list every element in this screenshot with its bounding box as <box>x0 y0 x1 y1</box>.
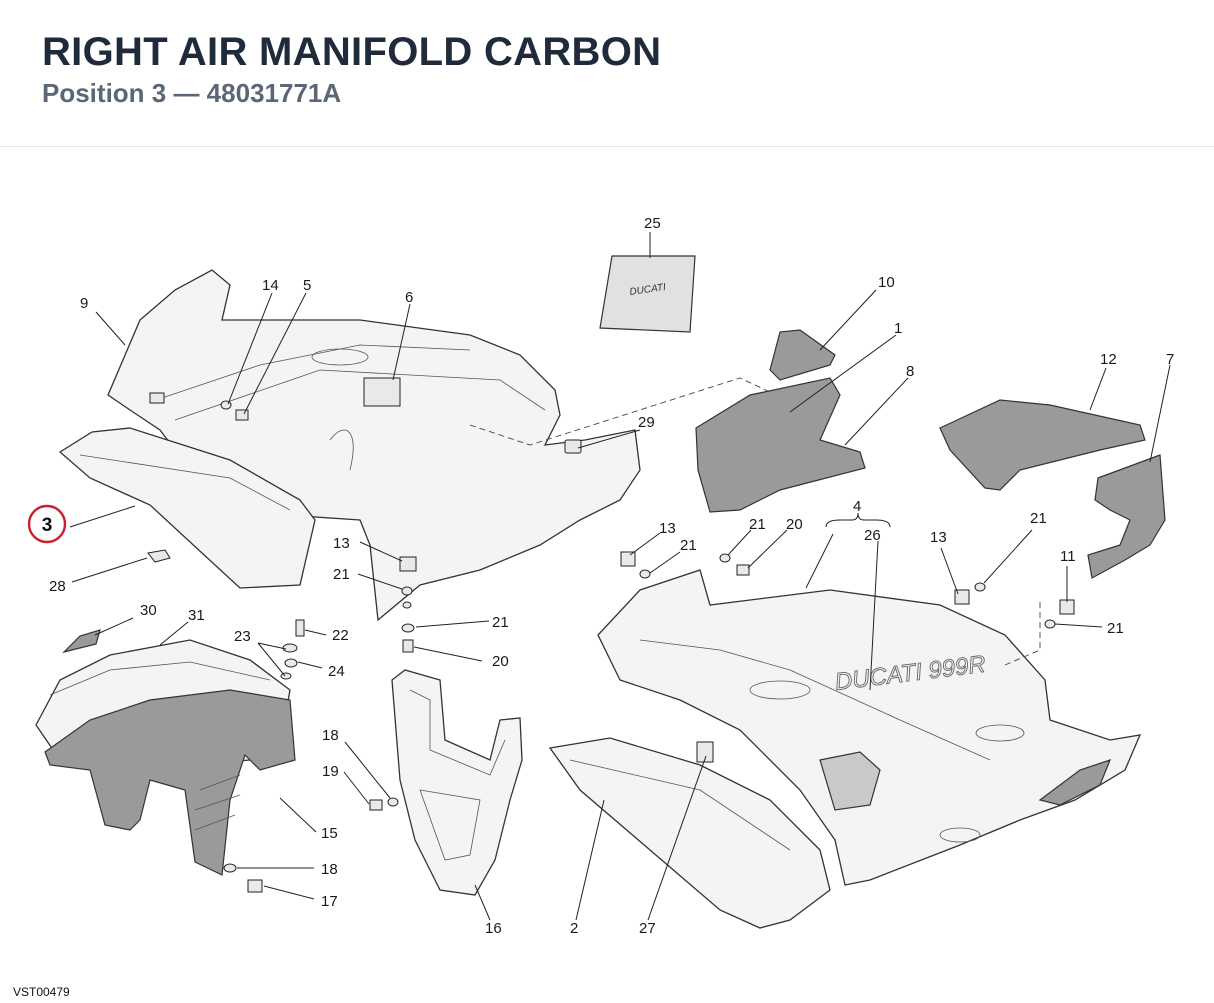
part-2-lower-panel <box>548 737 831 929</box>
decal-logo-text: DUCATI <box>629 282 667 298</box>
callout-21-right-upper: 21 <box>1030 510 1047 527</box>
callout-labels: 9 14 5 6 25 10 1 8 12 7 29 3 28 30 31 13… <box>27 215 1174 937</box>
callout-22: 22 <box>332 627 349 644</box>
callout-23: 23 <box>234 628 251 645</box>
part-7-bracket-plate <box>1087 454 1166 579</box>
callout-21-left: 21 <box>333 566 350 583</box>
callout-17: 17 <box>321 893 338 910</box>
part-10-plate <box>769 329 836 381</box>
callout-12: 12 <box>1100 351 1117 368</box>
callout-3: 3 <box>42 515 53 536</box>
callout-20-center: 20 <box>492 653 509 670</box>
page-subtitle: Position 3 — 48031771A <box>42 78 342 108</box>
drawing-code: VST00479 <box>13 985 70 999</box>
callout-28: 28 <box>49 578 66 595</box>
callout-18-lower: 18 <box>321 861 338 878</box>
callout-21-center-right: 21 <box>749 516 766 533</box>
callout-13-right: 13 <box>930 529 947 546</box>
highlight-circle <box>27 504 67 544</box>
callout-13-center: 13 <box>659 520 676 537</box>
callout-14: 14 <box>262 277 279 294</box>
callout-6: 6 <box>405 289 413 306</box>
callout-4: 4 <box>853 498 861 515</box>
callout-16: 16 <box>485 920 502 937</box>
page-header: RIGHT AIR MANIFOLD CARBON Position 3 — 4… <box>0 0 1214 147</box>
part-4-lower-fairing: DUCATI 999R <box>597 569 1142 886</box>
callout-31: 31 <box>188 607 205 624</box>
part-29-clip <box>564 439 582 454</box>
callout-26: 26 <box>864 527 881 544</box>
callout-25: 25 <box>644 215 661 232</box>
callout-21-right-lower: 21 <box>1107 620 1124 637</box>
part-3-air-manifold <box>58 427 316 589</box>
page-title: RIGHT AIR MANIFOLD CARBON <box>42 30 662 74</box>
callout-20-right: 20 <box>786 516 803 533</box>
callout-29: 29 <box>638 414 655 431</box>
assembly-dashed-lines <box>469 377 1041 666</box>
callout-9: 9 <box>80 295 88 312</box>
part-28-clip <box>147 549 171 563</box>
part-25-decal-sheet: DUCATI <box>599 255 696 333</box>
part-12-panel <box>939 399 1146 491</box>
leader-lines <box>69 232 1171 921</box>
callout-21-center: 21 <box>492 614 509 631</box>
position-3-highlight: 3 <box>27 504 67 544</box>
callout-1: 1 <box>894 320 902 337</box>
callout-15: 15 <box>321 825 338 842</box>
exploded-parts-diagram: DUCATI 999R DUCATI <box>27 215 1174 937</box>
part-15-front-mudguard <box>35 639 296 876</box>
callout-5: 5 <box>303 277 311 294</box>
part-30-decal <box>62 629 101 654</box>
callout-10: 10 <box>878 274 895 291</box>
callout-21-center-left: 21 <box>680 537 697 554</box>
callout-24: 24 <box>328 663 345 680</box>
callout-11: 11 <box>1060 548 1076 565</box>
part-8-heat-shield <box>695 377 866 513</box>
callout-27: 27 <box>639 920 656 937</box>
callout-8: 8 <box>906 363 914 380</box>
callout-2: 2 <box>570 920 578 937</box>
callout-7: 7 <box>1166 351 1174 368</box>
part-9-upper-fairing <box>107 269 641 622</box>
callout-13-left: 13 <box>333 535 350 552</box>
callout-18-upper: 18 <box>322 727 339 744</box>
callout-19: 19 <box>322 763 339 780</box>
callout-30: 30 <box>140 602 157 619</box>
part-16-bracket <box>391 669 523 896</box>
